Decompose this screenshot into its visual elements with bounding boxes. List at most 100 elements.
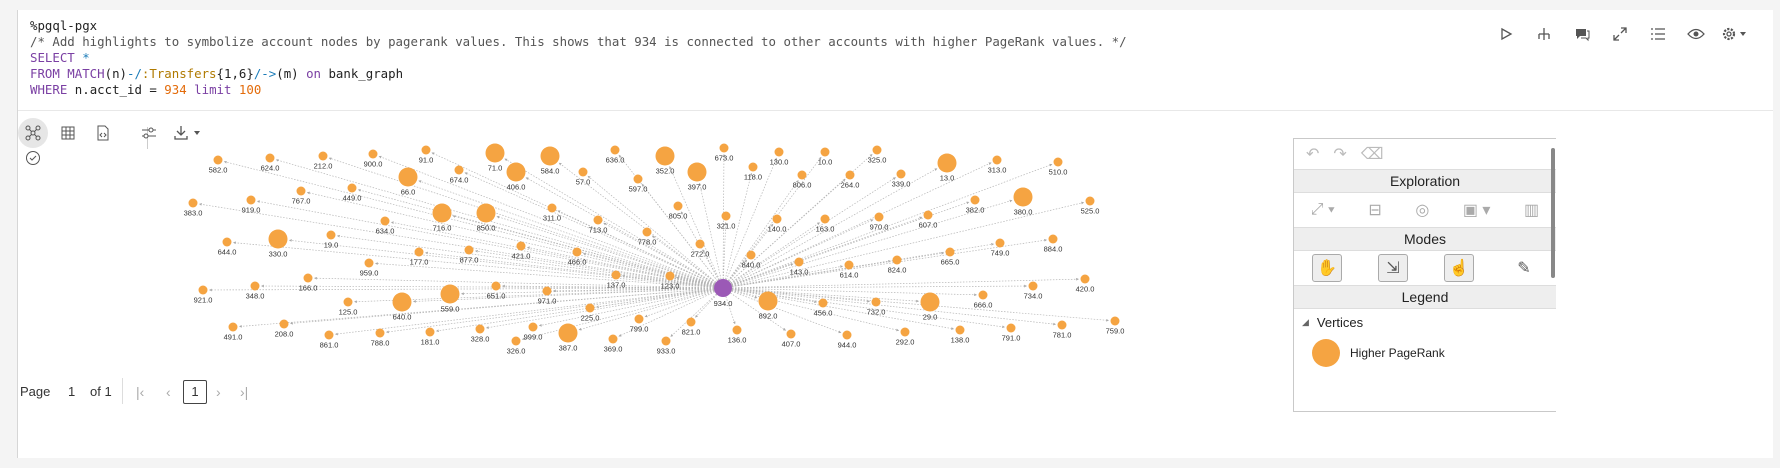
account-node[interactable] [820,147,830,157]
account-node[interactable] [364,258,374,268]
account-node[interactable] [326,230,336,240]
edge[interactable] [722,287,842,334]
edge[interactable] [722,277,1079,289]
account-node[interactable] [593,215,603,225]
account-node[interactable] [506,162,526,182]
edge[interactable] [525,177,724,289]
account-node[interactable] [874,212,884,222]
edge[interactable] [722,287,977,297]
edge[interactable] [722,265,844,289]
edge[interactable] [722,222,821,289]
account-node[interactable] [528,322,538,332]
redo-icon[interactable]: ↷ [1333,146,1347,163]
edge[interactable] [354,287,724,304]
edge[interactable] [375,262,724,289]
account-node[interactable] [425,327,435,337]
edge[interactable] [722,287,1109,322]
account-node[interactable] [818,298,828,308]
fit-mode-button[interactable]: ⇲ [1378,254,1408,282]
account-node[interactable] [303,273,313,283]
edge[interactable] [464,172,724,289]
edge[interactable] [496,215,724,289]
edge[interactable] [306,191,724,289]
edge[interactable] [223,160,724,289]
edge[interactable] [418,180,724,289]
account-node[interactable] [923,210,933,220]
account-node[interactable] [188,198,198,208]
edge[interactable] [722,287,1006,329]
account-node[interactable] [844,260,854,270]
edge[interactable] [314,276,724,289]
account-node[interactable] [1028,281,1038,291]
account-node[interactable] [642,227,652,237]
account-node[interactable] [585,303,595,313]
edge[interactable] [722,199,1013,289]
edge[interactable] [504,158,724,289]
account-node[interactable] [414,247,424,257]
account-node[interactable] [900,327,910,337]
filter-settings-button[interactable] [134,118,164,148]
edge[interactable] [385,287,724,334]
account-node[interactable] [558,323,578,343]
edge[interactable] [675,276,724,289]
expand-node-icon[interactable]: ⤢ ▾ [1310,201,1335,218]
edge[interactable] [722,287,900,332]
account-node[interactable] [250,281,260,291]
edge[interactable] [680,211,724,289]
edge[interactable] [431,152,724,289]
account-node[interactable] [296,186,306,196]
settings-button[interactable] [1715,18,1753,50]
edge[interactable] [722,222,728,289]
edge[interactable] [669,166,724,289]
edge[interactable] [722,263,794,289]
account-node[interactable] [454,165,464,175]
code-tab[interactable] [88,118,118,148]
account-node[interactable] [992,155,1002,165]
account-node[interactable] [611,270,621,280]
account-node[interactable] [608,334,618,344]
account-node[interactable] [368,149,378,159]
account-node[interactable] [347,183,357,193]
account-node[interactable] [464,245,474,255]
account-node[interactable] [746,250,756,260]
account-node[interactable] [937,153,957,173]
edge[interactable] [722,157,777,289]
account-node[interactable] [687,162,707,182]
account-node[interactable] [511,336,521,346]
first-page-icon[interactable]: |‹ [136,384,145,400]
account-node[interactable] [279,319,289,329]
account-node[interactable] [661,336,671,346]
undo-icon[interactable]: ↶ [1306,146,1320,163]
edge[interactable] [722,162,992,289]
account-node[interactable] [432,203,452,223]
account-node[interactable] [892,255,902,265]
edge[interactable] [378,155,724,289]
account-node[interactable] [610,145,620,155]
edge[interactable] [698,182,724,289]
graph-tab[interactable] [18,118,48,148]
edge[interactable] [275,159,724,289]
edge[interactable] [334,287,724,336]
center-account-node[interactable] [714,279,732,297]
account-node[interactable] [820,214,830,224]
edge[interactable] [651,235,724,289]
edge[interactable] [722,287,787,331]
edge[interactable] [641,183,724,289]
account-node[interactable] [634,314,644,324]
account-node[interactable] [421,145,431,155]
edge[interactable] [538,287,724,327]
edge[interactable] [261,284,724,289]
edge[interactable] [722,168,938,289]
account-node[interactable] [633,174,643,184]
account-node[interactable] [375,328,385,338]
edge[interactable] [722,287,955,330]
account-node[interactable] [758,291,778,311]
expand-button[interactable] [1601,18,1639,50]
next-page-icon[interactable]: › [216,384,221,400]
account-node[interactable] [842,330,852,340]
account-node[interactable] [970,195,980,205]
download-button[interactable] [168,118,208,148]
edge[interactable] [722,154,726,289]
edge[interactable] [722,252,945,289]
focus-icon[interactable]: ◎ [1415,202,1430,219]
